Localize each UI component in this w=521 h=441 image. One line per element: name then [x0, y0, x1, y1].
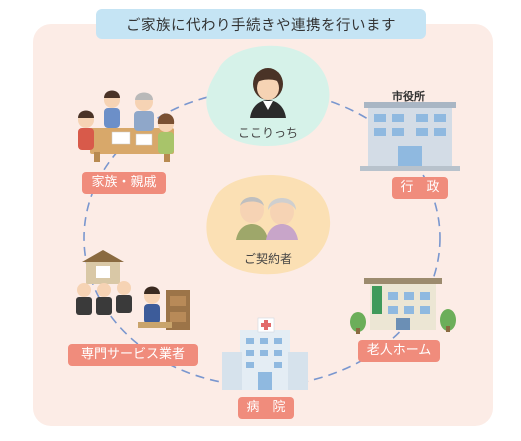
client-blob — [206, 175, 331, 275]
elderly-man-icon — [236, 197, 268, 240]
hospital-illustration — [222, 317, 308, 390]
provider-person-icon — [250, 68, 286, 118]
city-hall-sign: 市役所 — [392, 90, 425, 103]
nursing-home-illustration — [350, 278, 456, 334]
client-label: ご契約者 — [243, 252, 292, 266]
professional-services-illustration — [76, 250, 190, 330]
family-label: 家族・親戚 — [82, 172, 166, 194]
hospital-label: 病 院 — [238, 397, 294, 419]
city-hall-illustration — [360, 102, 460, 171]
elderly-woman-icon — [266, 198, 298, 240]
government-label: 行 政 — [392, 177, 448, 199]
nursing-home-label: 老人ホーム — [358, 340, 440, 362]
professional-services-label: 専門サービス業者 — [68, 344, 198, 366]
diagram-title: ご家族に代わり手続きや連携を行います — [96, 9, 426, 39]
provider-label: ここりっち — [237, 126, 298, 140]
family-illustration — [78, 90, 175, 162]
